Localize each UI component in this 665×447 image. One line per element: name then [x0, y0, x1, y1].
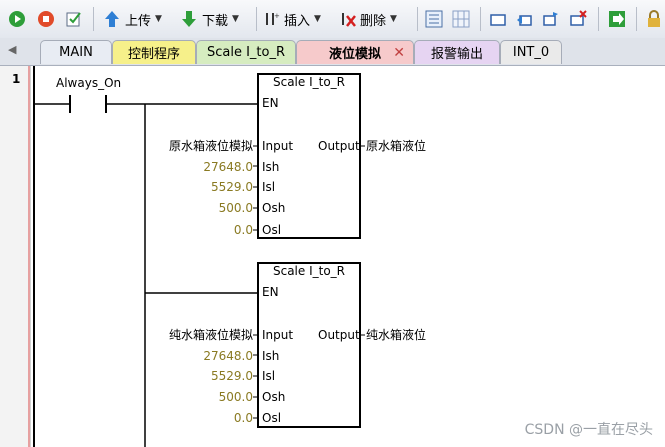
- toolbar-separator: [417, 7, 418, 31]
- chevron-down-icon[interactable]: ▼: [390, 14, 397, 24]
- toolbar-separator: [480, 7, 481, 31]
- delete-box-icon[interactable]: [569, 8, 587, 30]
- tab-level-simulation[interactable]: 液位模拟 ✕: [296, 40, 414, 64]
- pin-input: Input: [262, 139, 294, 153]
- pin-output: Output: [318, 328, 360, 342]
- chevron-down-icon[interactable]: ▼: [232, 14, 239, 24]
- toolbar-separator: [598, 7, 599, 31]
- osl-value[interactable]: 0.0: [233, 411, 253, 425]
- pin-ish: Ish: [262, 160, 280, 174]
- download-label: 下载: [202, 13, 229, 29]
- toolbar-separator: [636, 7, 637, 31]
- input-variable[interactable]: 纯水箱液位模拟: [168, 328, 253, 342]
- download-arrow-icon: [182, 11, 196, 27]
- delete-button[interactable]: 删除 ▼: [340, 8, 397, 30]
- pin-isl: Isl: [262, 369, 276, 383]
- close-icon[interactable]: ✕: [393, 44, 405, 61]
- tab-label: Scale I_to_R: [206, 45, 286, 60]
- isl-value[interactable]: 5529.0: [211, 369, 253, 383]
- ladder-diagram: Always_On Scale I_to_R EN Input Ish Isl …: [0, 66, 665, 447]
- toolbar-separator: [256, 7, 257, 31]
- lock-icon[interactable]: [645, 8, 663, 30]
- pin-input: Input: [262, 328, 294, 342]
- pin-osl: Osl: [262, 223, 282, 237]
- delete-x-icon: [342, 13, 356, 27]
- tab-scale-i-to-r[interactable]: Scale I_to_R: [196, 40, 296, 64]
- insert-button[interactable]: + 插入 ▼: [264, 8, 321, 30]
- pin-osh: Osh: [262, 390, 286, 404]
- tab-label: 报警输出: [430, 47, 483, 62]
- toolbar-separator: [93, 7, 94, 31]
- tab-control-program[interactable]: 控制程序: [112, 40, 196, 64]
- pin-osl: Osl: [262, 411, 282, 425]
- block-title: Scale I_to_R: [272, 75, 346, 89]
- contact-label: Always_On: [56, 76, 122, 90]
- ish-value[interactable]: 27648.0: [203, 349, 253, 363]
- insert-label: 插入: [284, 13, 311, 29]
- network-grid-icon[interactable]: [452, 8, 470, 30]
- box-icon[interactable]: [489, 8, 507, 30]
- pin-output: Output: [318, 139, 360, 153]
- output-variable[interactable]: 纯水箱液位: [366, 328, 427, 342]
- tab-main[interactable]: MAIN: [40, 40, 112, 64]
- pin-en: EN: [262, 96, 279, 110]
- run-icon[interactable]: [8, 8, 26, 30]
- upload-arrow-icon: [105, 11, 119, 27]
- pin-osh: Osh: [262, 201, 286, 215]
- chevron-down-icon[interactable]: ▼: [155, 14, 162, 24]
- osh-value[interactable]: 500.0: [218, 201, 253, 215]
- network-gutter: 1: [0, 66, 31, 447]
- tab-label: 液位模拟: [328, 47, 381, 62]
- osh-value[interactable]: 500.0: [218, 390, 253, 404]
- delete-label: 删除: [360, 13, 387, 29]
- pin-en: EN: [262, 285, 279, 299]
- input-variable[interactable]: 原水箱液位模拟: [168, 139, 253, 153]
- tab-label: INT_0: [512, 45, 550, 60]
- tab-alarm-output[interactable]: 报警输出: [414, 40, 500, 64]
- upload-label: 上传: [125, 13, 152, 29]
- tab-bar: ◀ MAIN 控制程序 Scale I_to_R 液位模拟 ✕ 报警输出 INT_…: [0, 38, 665, 66]
- chevron-down-icon[interactable]: ▼: [314, 14, 321, 24]
- block-title: Scale I_to_R: [272, 264, 346, 278]
- tab-int-0[interactable]: INT_0: [500, 40, 562, 64]
- toolbar: 上传 ▼ 下载 ▼ + 插入 ▼ 删除 ▼: [0, 0, 665, 39]
- chevron-left-icon[interactable]: ◀: [8, 43, 17, 56]
- go-to-icon[interactable]: [608, 8, 626, 30]
- output-variable[interactable]: 原水箱液位: [366, 139, 427, 153]
- wire-left-icon[interactable]: [515, 8, 533, 30]
- watermark: CSDN @一直在尽头: [524, 422, 653, 438]
- compile-check-icon[interactable]: [65, 8, 83, 30]
- ladder-lines: [33, 66, 365, 447]
- tab-label: 控制程序: [127, 47, 180, 62]
- ish-value[interactable]: 27648.0: [203, 160, 253, 174]
- svg-text:+: +: [274, 12, 280, 20]
- pin-ish: Ish: [262, 349, 280, 363]
- tab-label: MAIN: [59, 45, 93, 60]
- osl-value[interactable]: 0.0: [233, 223, 253, 237]
- stop-icon[interactable]: [37, 8, 55, 30]
- network-icon[interactable]: [425, 8, 443, 30]
- download-button[interactable]: 下载 ▼: [180, 8, 239, 30]
- upload-button[interactable]: 上传 ▼: [103, 8, 162, 30]
- pin-isl: Isl: [262, 180, 276, 194]
- wire-right-icon[interactable]: [542, 8, 560, 30]
- isl-value[interactable]: 5529.0: [211, 180, 253, 194]
- network-number: 1: [12, 72, 21, 86]
- insert-contact-icon: +: [266, 12, 280, 25]
